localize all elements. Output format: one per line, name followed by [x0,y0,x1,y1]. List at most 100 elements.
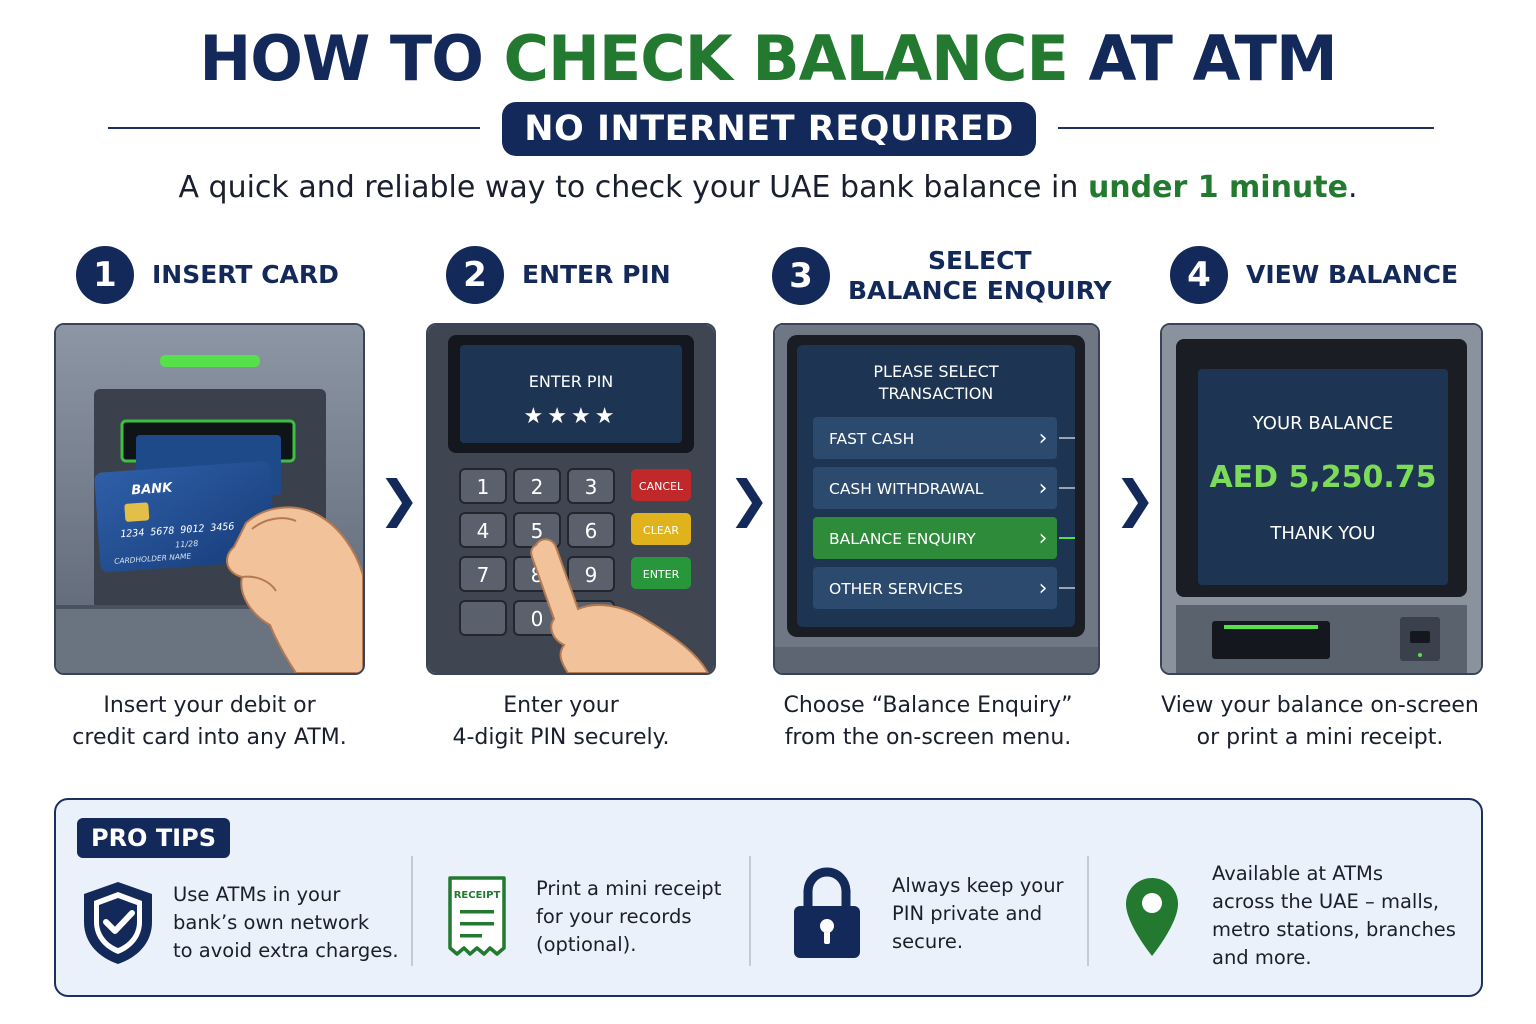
step-1-caption-line2: credit card into any ATM. [72,725,347,750]
no-internet-badge: NO INTERNET REQUIRED [502,102,1036,156]
step-2-caption: Enter your 4-digit PIN securely. [416,690,706,754]
step-4-number: 4 [1170,246,1228,304]
hand-icon [226,506,363,673]
clear-key[interactable] [631,513,691,545]
tip-3-line3: secure. [892,930,964,953]
left-rule [108,127,480,129]
tip-divider-3 [1087,856,1089,966]
shield-check-icon [84,882,152,964]
subtitle-text: A quick and reliable way to check your U… [178,170,1088,205]
step-2-title: ENTER PIN [522,260,671,289]
pin-screen [460,345,682,443]
page-title: HOW TO CHECK BALANCE AT ATM [0,22,1536,95]
menu-heading-line1: PLEASE SELECT [873,362,998,381]
keypad-key[interactable] [567,468,615,504]
keypad-key[interactable] [567,556,615,592]
cancel-key[interactable] [631,469,691,501]
cancel-key-label: CANCEL [639,480,684,493]
clear-key-label: CLEAR [643,524,679,537]
tip-3-line1: Always keep your [892,874,1064,897]
menu-option-label: FAST CASH [829,430,914,448]
balance-screen [1198,369,1448,585]
subtitle: A quick and reliable way to check your U… [0,170,1536,205]
menu-option-label: BALANCE ENQUIRY [829,530,976,548]
menu-option[interactable] [813,417,1057,459]
tip-1: Use ATMs in your bank’s own network to a… [80,878,399,968]
pro-tips-label: PRO TIPS [77,818,230,858]
title-accent: CHECK BALANCE [503,22,1069,95]
insert-card-illustration: BANK 1234 5678 9012 3456 11/28 CARDHOLDE… [56,325,363,673]
tip-1-line2: bank’s own network [173,911,370,934]
keypad-key-label: 6 [585,519,598,543]
step-4-caption-line1: View your balance on-screen [1161,693,1479,718]
view-balance-panel: YOUR BALANCE AED 5,250.75 THANK YOU [1160,323,1483,675]
select-menu-panel: PLEASE SELECT TRANSACTION FAST CASH›CASH… [773,323,1100,675]
menu-illustration: PLEASE SELECT TRANSACTION FAST CASH›CASH… [775,325,1098,673]
receipt-icon-text: RECEIPT [454,890,501,901]
keypad-key[interactable] [459,556,507,592]
step-1-caption-line1: Insert your debit or [103,693,316,718]
chevron-right-icon: › [1039,476,1048,501]
insert-card-panel: BANK 1234 5678 9012 3456 11/28 CARDHOLDE… [54,323,365,675]
tip-4-line2: across the UAE – malls, [1212,890,1440,913]
keypad-key-label: 4 [477,519,490,543]
chevron-right-icon: › [1039,526,1048,551]
tip-2-line3: (optional). [536,933,637,956]
subtitle-end: . [1347,170,1358,205]
step-1-number: 1 [76,246,134,304]
tip-2-line2: for your records [536,905,692,928]
pin-screen-label: ENTER PIN [529,372,614,391]
card-slot-light [160,355,260,367]
keypad-key-label: 3 [585,475,598,499]
step-2-number: 2 [446,246,504,304]
menu-option[interactable] [813,517,1057,559]
card-chip-icon [124,502,150,522]
step-3-heading: 3 SELECT BALANCE ENQUIRY [772,246,1112,306]
step-3-caption: Choose “Balance Enquiry” from the on-scr… [758,690,1098,754]
chevron-right-icon: › [1039,426,1048,451]
menu-option[interactable] [813,467,1057,509]
side-key-indicator [1059,537,1075,539]
tip-4: Available at ATMs across the UAE – malls… [1122,860,1456,972]
step-1-heading: 1 INSERT CARD [76,246,339,304]
subtitle-highlight: under 1 minute [1087,170,1348,205]
arrow-2-icon: ❯ [728,470,770,528]
chevron-right-icon: › [1039,576,1048,601]
keypad-key-label: 2 [531,475,544,499]
step-2-caption-line2: 4-digit PIN securely. [452,725,670,750]
menu-option[interactable] [813,567,1057,609]
arrow-1-icon: ❯ [378,470,420,528]
step-4-heading: 4 VIEW BALANCE [1170,246,1458,304]
keypad-key[interactable] [459,468,507,504]
step-4-caption-line2: or print a mini receipt. [1196,725,1444,750]
tip-4-line3: metro stations, branches [1212,918,1456,941]
side-key-indicator [1059,587,1075,589]
tip-2: RECEIPT Print a mini receipt for your re… [444,874,721,960]
pro-tips-box: PRO TIPS Use ATMs in your bank’s own net… [54,798,1483,997]
debit-card: BANK 1234 5678 9012 3456 11/28 CARDHOLDE… [94,461,277,573]
card-bank-name: BANK [131,481,174,499]
title-part1: HOW TO [199,22,504,95]
keypad-key-label: 5 [531,519,544,543]
location-pin-icon [1126,878,1178,956]
balance-illustration: YOUR BALANCE AED 5,250.75 THANK YOU [1162,325,1481,673]
tip-divider-2 [749,856,751,966]
balance-amount: AED 5,250.75 [1209,460,1436,495]
keypad-key[interactable] [513,468,561,504]
menu-option-label: CASH WITHDRAWAL [829,480,984,498]
receipt-icon: RECEIPT [448,876,506,956]
tip-4-line4: and more. [1212,946,1312,969]
keypad-key[interactable] [459,512,507,548]
step-3-caption-line1: Choose “Balance Enquiry” [783,693,1073,718]
arrow-3-icon: ❯ [1114,470,1156,528]
keypad-key-label: 1 [477,475,490,499]
enter-key-label: ENTER [643,568,680,581]
keypad-key[interactable] [459,600,507,636]
step-3-title-line1: SELECT [928,246,1032,275]
step-4-caption: View your balance on-screen or print a m… [1150,690,1490,754]
keypad-key-label: 7 [477,563,490,587]
keypad-key[interactable] [567,512,615,548]
menu-options: FAST CASH › CASH WITHDRAWAL › BALANCE ENQUIR… [813,417,1075,609]
enter-key[interactable] [631,557,691,589]
